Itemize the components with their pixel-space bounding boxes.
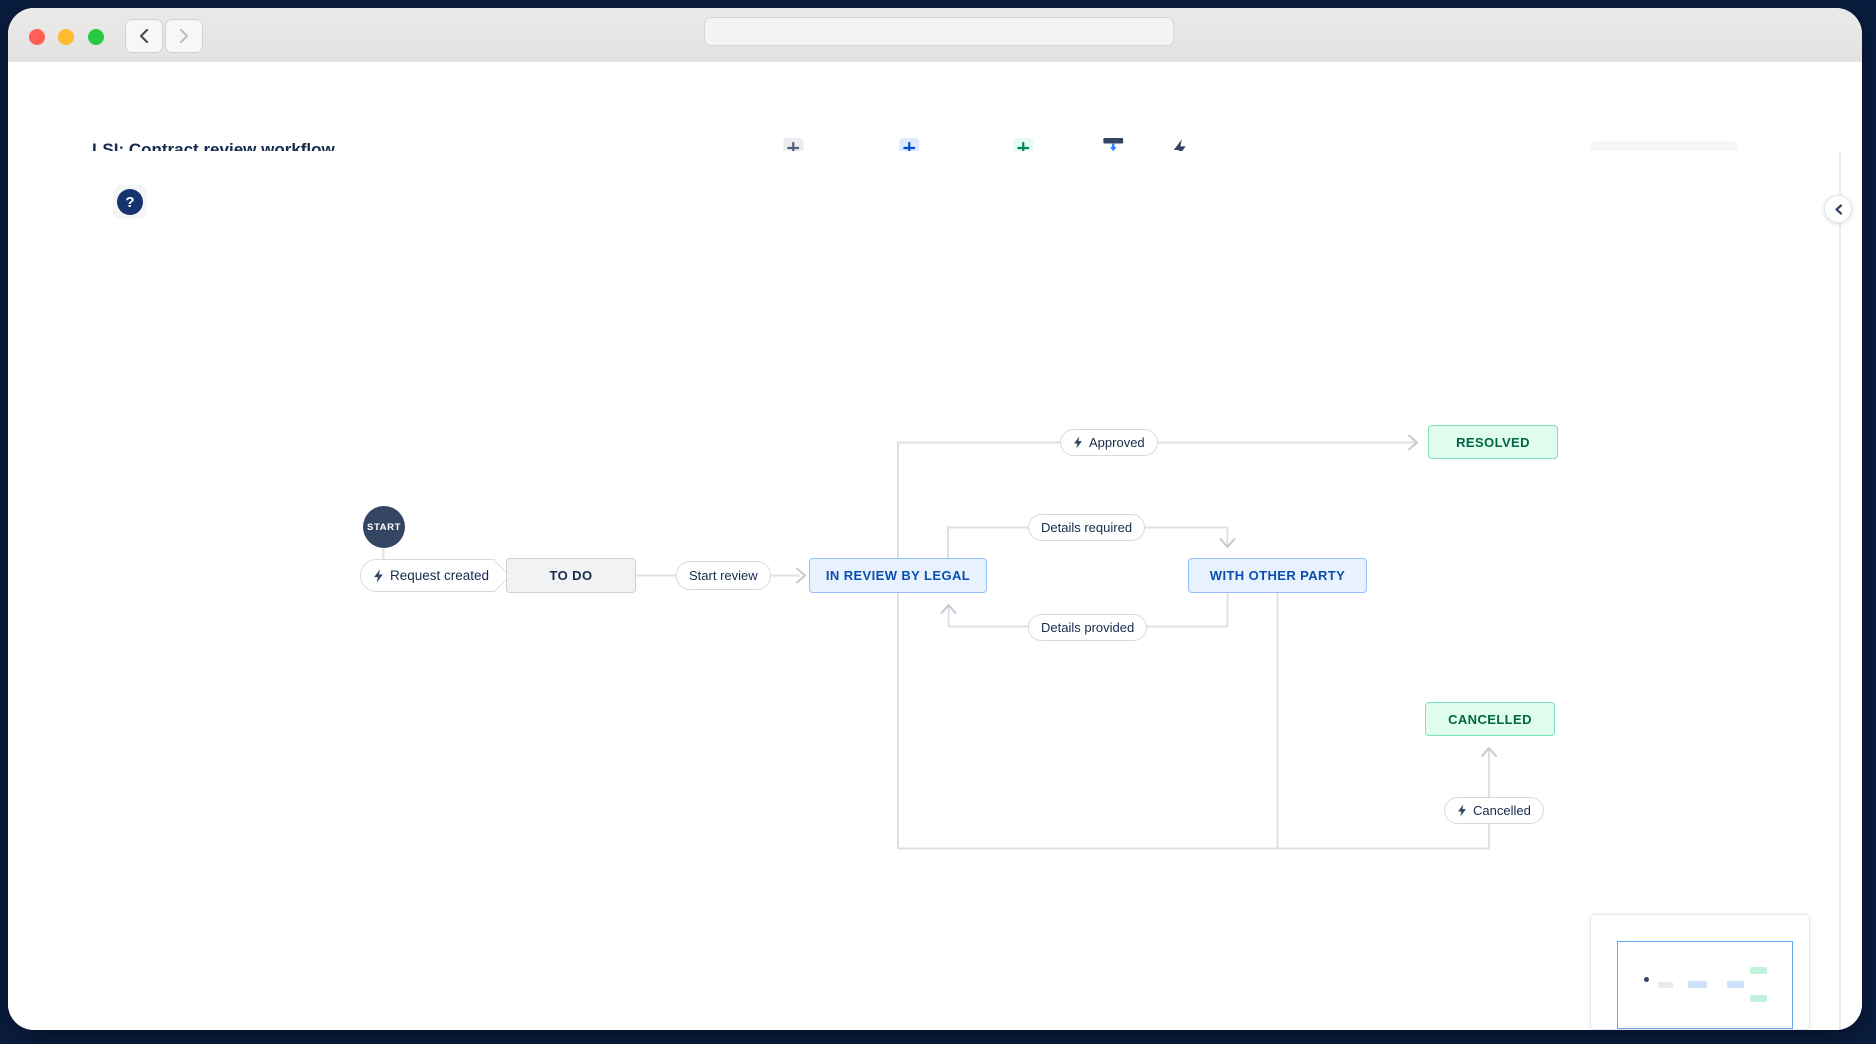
arrowhead-up-icon bbox=[940, 604, 957, 614]
zoom-window-light[interactable] bbox=[88, 29, 104, 45]
status-resolved[interactable]: RESOLVED bbox=[1428, 425, 1558, 459]
browser-forward-button[interactable] bbox=[165, 19, 203, 53]
status-to-do[interactable]: TO DO bbox=[506, 558, 636, 593]
transition-cancelled[interactable]: Cancelled bbox=[1444, 797, 1544, 824]
arrowhead-right-icon bbox=[1408, 434, 1418, 451]
transition-label: Cancelled bbox=[1473, 803, 1531, 818]
transition-label: Details required bbox=[1041, 520, 1133, 535]
transition-approved[interactable]: Approved bbox=[1060, 429, 1158, 456]
transition-label: Request created bbox=[390, 568, 490, 583]
minimap-viewport[interactable] bbox=[1617, 941, 1793, 1029]
minimap-start-node bbox=[1644, 977, 1649, 982]
start-node[interactable]: START bbox=[363, 506, 405, 548]
transition-details-required[interactable]: Details required bbox=[1028, 514, 1146, 541]
minimap[interactable] bbox=[1590, 914, 1810, 1030]
collapse-panel-button[interactable] bbox=[1824, 195, 1852, 223]
minimap-todo-status bbox=[1658, 982, 1673, 988]
lightning-icon bbox=[1170, 138, 1190, 158]
transition-details-provided[interactable]: Details provided bbox=[1028, 614, 1148, 641]
minimize-window-light[interactable] bbox=[58, 29, 74, 45]
transition-request-created[interactable]: Request created bbox=[360, 559, 511, 592]
minimap-inprogress-status bbox=[1727, 981, 1744, 988]
address-bar[interactable] bbox=[704, 17, 1174, 46]
chevron-left-icon bbox=[1834, 203, 1842, 215]
edge-approved bbox=[897, 441, 1416, 558]
question-mark-icon: ? bbox=[117, 189, 143, 215]
arrowhead-down-icon bbox=[1219, 538, 1236, 548]
minimap-done-status bbox=[1750, 995, 1767, 1002]
lightning-icon bbox=[1074, 436, 1082, 449]
arrowhead-up-icon bbox=[1481, 747, 1497, 757]
lightning-icon bbox=[374, 568, 383, 583]
transition-label: Details provided bbox=[1041, 620, 1135, 635]
transition-label: Start review bbox=[689, 568, 758, 583]
minimap-inprogress-status bbox=[1688, 981, 1707, 988]
chevron-left-icon bbox=[139, 28, 149, 44]
connector-lines bbox=[382, 434, 1497, 850]
panel-border bbox=[1839, 151, 1841, 1030]
chevron-right-icon bbox=[179, 28, 189, 44]
transition-start-review[interactable]: Start review bbox=[676, 561, 771, 590]
status-with-other-party[interactable]: WITH OTHER PARTY bbox=[1188, 558, 1367, 593]
close-window-light[interactable] bbox=[29, 29, 45, 45]
edge-cancel-loop bbox=[897, 593, 1490, 850]
help-button[interactable]: ? bbox=[113, 185, 147, 219]
browser-back-button[interactable] bbox=[125, 19, 163, 53]
transition-label: Approved bbox=[1089, 435, 1145, 450]
minimap-done-status bbox=[1750, 967, 1767, 974]
status-in-review-by-legal[interactable]: IN REVIEW BY LEGAL bbox=[809, 558, 987, 593]
mac-titlebar bbox=[8, 8, 1862, 63]
arrowhead-right-icon bbox=[796, 567, 806, 584]
status-cancelled[interactable]: CANCELLED bbox=[1425, 702, 1555, 736]
lightning-icon bbox=[1458, 804, 1466, 817]
workflow-editor-window: LSI: Contract review workflow Used in 1 … bbox=[8, 8, 1862, 1030]
